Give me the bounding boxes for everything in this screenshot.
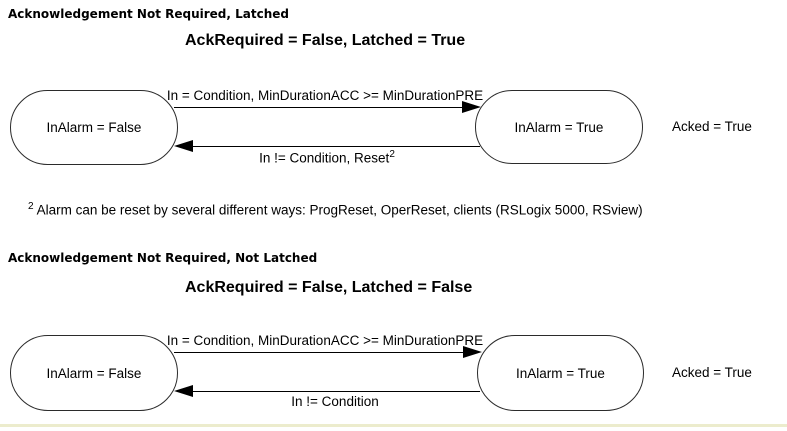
section-2-diagram-title: AckRequired = False, Latched = False [185, 279, 473, 296]
acked-label-1: Acked = True [672, 119, 752, 134]
footnote-ref-sup: 2 [389, 149, 395, 160]
state-inalarm-false-2: InAlarm = False [10, 335, 178, 411]
transition-label-forward-2: In = Condition, MinDurationACC >= MinDur… [166, 333, 484, 348]
state-label: InAlarm = True [514, 119, 604, 135]
transition-label-back-1: In != Condition, Reset2 [237, 149, 417, 166]
transition-line-back-2 [192, 391, 480, 392]
footnote: 2 Alarm can be reset by several differen… [28, 201, 643, 218]
transition-line-forward-1 [174, 107, 462, 108]
state-label: InAlarm = False [46, 120, 142, 135]
section-2-heading: Acknowledgement Not Required, Not Latche… [8, 251, 318, 265]
arrowhead-left-icon [174, 140, 193, 152]
section-1-heading: Acknowledgement Not Required, Latched [8, 7, 289, 21]
state-label: InAlarm = True [516, 365, 605, 381]
page-bottom-divider [0, 424, 787, 427]
arrowhead-left-icon [174, 385, 193, 397]
transition-label-forward-1: In = Condition, MinDurationACC >= MinDur… [166, 88, 484, 103]
transition-line-back-1 [192, 146, 480, 147]
arrowhead-right-icon [462, 101, 481, 113]
footnote-text: Alarm can be reset by several different … [36, 202, 643, 218]
acked-label-2: Acked = True [672, 365, 752, 380]
section-1-diagram-title: AckRequired = False, Latched = True [185, 32, 466, 49]
state-inalarm-false-1: InAlarm = False [10, 90, 178, 165]
footnote-sup: 2 [28, 201, 34, 212]
state-label: InAlarm = False [46, 365, 142, 381]
arrowhead-right-icon [463, 346, 482, 358]
transition-label-text: In != Condition, Reset [259, 150, 390, 166]
state-inalarm-true-1: InAlarm = True [475, 90, 643, 164]
transition-label-back-2: In != Condition [291, 394, 379, 409]
state-inalarm-true-2: InAlarm = True [477, 335, 644, 411]
transition-line-forward-2 [174, 352, 463, 353]
